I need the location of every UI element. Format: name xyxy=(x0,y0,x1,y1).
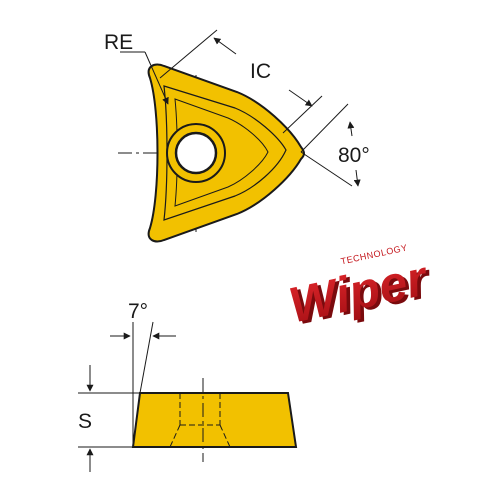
ic-dimension-arrow-right xyxy=(288,89,313,107)
insert-side-view: 7° S xyxy=(78,300,298,472)
re-label: RE xyxy=(104,31,133,54)
angle-leg-lower xyxy=(300,151,353,187)
chipbreaker-contour-outer xyxy=(163,85,287,221)
insert-top-view: RE IC 80° xyxy=(104,29,370,243)
clearance-label: 7° xyxy=(128,300,148,323)
clamping-hole xyxy=(174,131,218,175)
angle-label: 80° xyxy=(338,144,370,167)
hidden-hole-lines xyxy=(169,393,231,448)
wiper-technology-logo: TECHNOLOGY Wiper Wiper xyxy=(284,243,437,336)
insert-body-top xyxy=(147,63,305,243)
insert-body-side xyxy=(131,392,298,448)
ic-dimension-arrow-left xyxy=(213,37,237,55)
ic-extension-line-right xyxy=(282,95,323,134)
thickness-label: S xyxy=(78,410,92,433)
re-leader-arrow xyxy=(144,51,169,105)
ic-label: IC xyxy=(250,60,271,83)
angle-arrow-lower xyxy=(353,169,361,187)
angle-arrow-upper xyxy=(347,121,355,137)
ic-extension-line-left xyxy=(159,29,218,79)
angle-leg-upper xyxy=(300,103,349,153)
clearance-flank-line xyxy=(139,321,154,394)
